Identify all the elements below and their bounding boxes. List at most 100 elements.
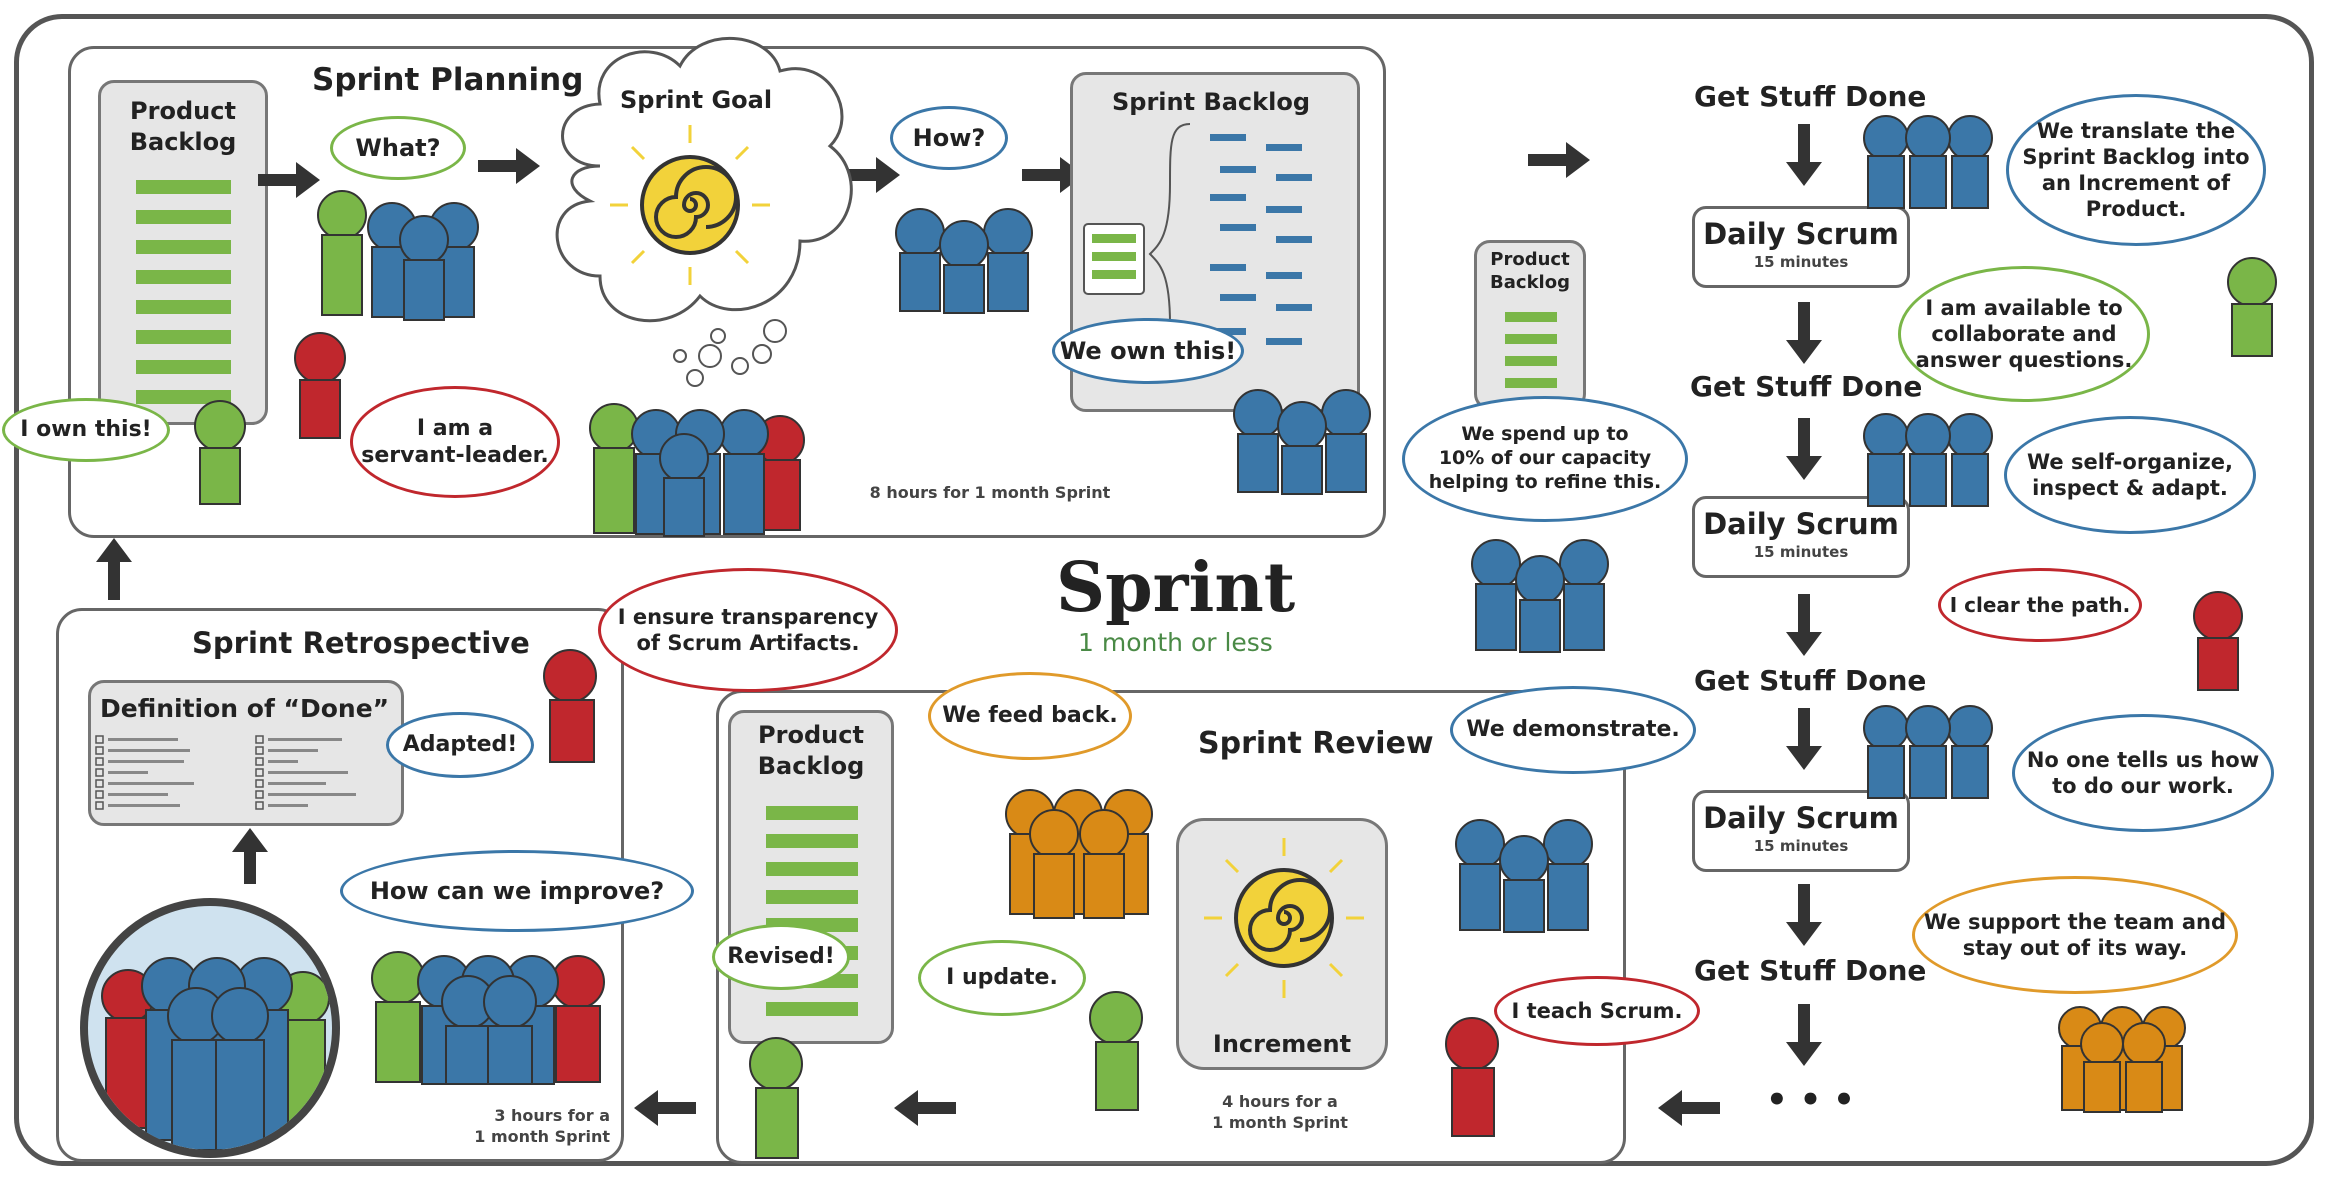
sprint-review-title: Sprint Review [1198,726,1434,761]
clear-path-text: I clear the path. [1949,592,2131,617]
sprint-retrospective-title: Sprint Retrospective [192,626,530,660]
translate-line3: an Increment of [2041,171,2231,195]
arrow-up-icon [232,828,268,884]
get-stuff-done-1: Get Stuff Done [1694,80,1927,113]
review-backlog-line1: Product [758,721,864,749]
how-text: How? [912,124,986,152]
i-update-text: I update. [946,965,1058,991]
revised-text: Revised! [727,944,835,970]
review-duration-line1: 4 hours for a [1222,1092,1338,1111]
middle-product-backlog-label: Product Backlog [1474,248,1586,295]
daily-scrum-3-label: Daily Scrum [1703,801,1899,835]
increment-label: Increment [1212,1030,1352,1058]
translate-line1: We translate the [2036,118,2236,143]
servant-leader-line2: servant-leader. [361,443,549,468]
transparency-line1: I ensure transparency [617,604,879,629]
product-backlog-bars [136,180,231,404]
team-daily-2-icon [1863,413,1993,507]
scrum-master-review-icon [1445,1017,1499,1137]
retrospective-circle-team-icon [101,957,330,1150]
increment-shell-icon [1204,838,1364,998]
shell-icon [610,125,770,285]
retrospective-team-circle [80,898,340,1158]
arrow-down-icon [1786,594,1822,656]
arrow-right-icon [478,148,540,184]
we-own-this-text: We own this! [1059,337,1237,365]
sprint-subtitle: 1 month or less [1078,628,1273,657]
available-line3: answer questions. [1915,348,2133,373]
team-sprint-backlog-icon [1233,389,1371,495]
demonstrate-bubble: We demonstrate. [1450,686,1696,774]
middle-backlog-line2: Backlog [1490,272,1570,294]
i-own-this-text: I own this! [20,417,152,443]
planning-duration: 8 hours for 1 month Sprint [869,483,1111,502]
clear-path-bubble: I clear the path. [1938,568,2142,642]
refine-line3: helping to refine this. [1428,470,1662,493]
transparency-line2: of Scrum Artifacts. [636,631,860,655]
revised-bubble: Revised! [712,924,850,990]
available-line1: I am available to [1925,295,2123,320]
improve-bubble: How can we improve? [340,850,694,932]
what-bubble: What? [330,116,466,180]
i-update-bubble: I update. [918,940,1086,1016]
what-text: What? [355,134,441,162]
sprint-planning-title: Sprint Planning [312,62,584,98]
support-line2: stay out of its way. [1962,936,2188,960]
translate-line2: Sprint Backlog into [2022,144,2250,169]
self-organize-line2: inspect & adapt. [2032,476,2228,500]
product-backlog-label-line1: Product [130,97,236,125]
product-backlog-label: Product Backlog [98,96,268,158]
arrow-left-icon [1658,1090,1720,1126]
demonstrate-text: We demonstrate. [1466,717,1680,743]
arrow-left-icon [894,1090,956,1126]
refine-line2: 10% of our capacity [1438,447,1652,470]
we-own-this-bubble: We own this! [1052,318,1244,384]
adapted-bubble: Adapted! [386,712,534,778]
middle-backlog-bars [1505,312,1557,388]
daily-scrum-1-minutes: 15 minutes [1753,253,1849,271]
team-review-icon [1455,819,1593,933]
daily-scrum-1-label: Daily Scrum [1703,217,1899,251]
feed-back-bubble: We feed back. [928,672,1132,760]
team-under-cloud-icon [589,403,805,537]
translate-line4: Product. [2085,197,2187,222]
available-line2: collaborate and [1931,321,2117,346]
arrow-down-icon [1786,708,1822,770]
teach-scrum-bubble: I teach Scrum. [1494,976,1700,1046]
daily-scrum-2-label: Daily Scrum [1703,507,1899,541]
arrow-right-icon [1528,142,1590,178]
arrow-up-icon [96,538,132,600]
review-product-backlog-label: Product Backlog [728,720,894,782]
review-duration: 4 hours for a 1 month Sprint [1160,1092,1400,1134]
stakeholders-review-icon [1005,789,1153,919]
self-organize-bubble: We self-organize,inspect & adapt. [2004,416,2256,534]
sprint-title: Sprint [1056,548,1296,628]
review-backlog-bars [766,806,858,1016]
retrospective-team-icon [371,951,605,1085]
i-own-this-bubble: I own this! [2,398,170,462]
product-owner-update-icon [1089,991,1143,1111]
no-one-tells-line2: to do our work. [2052,774,2234,798]
arrow-right-icon [1022,157,1084,193]
adapted-text: Adapted! [402,732,518,758]
middle-backlog-line1: Product [1490,249,1570,270]
scrum-master-retro-icon [543,649,597,763]
feed-back-text: We feed back. [942,703,1118,729]
scrum-master-icon [294,332,346,439]
daily-scrum-1: Daily Scrum 15 minutes [1692,206,1910,288]
arrow-down-icon [1786,124,1822,186]
sprint-backlog-title: Sprint Backlog [1112,88,1311,116]
team-refine-icon [1471,539,1609,653]
self-organize-line1: We self-organize, [2027,449,2233,474]
ellipsis: • • • [1766,1080,1855,1120]
refine-line1: We spend up to [1461,423,1629,446]
sprint-goal-title: Sprint Goal [620,86,773,114]
product-owner-review-icon [749,1037,803,1159]
how-bubble: How? [890,106,1008,170]
daily-scrum-2-minutes: 15 minutes [1753,543,1849,561]
